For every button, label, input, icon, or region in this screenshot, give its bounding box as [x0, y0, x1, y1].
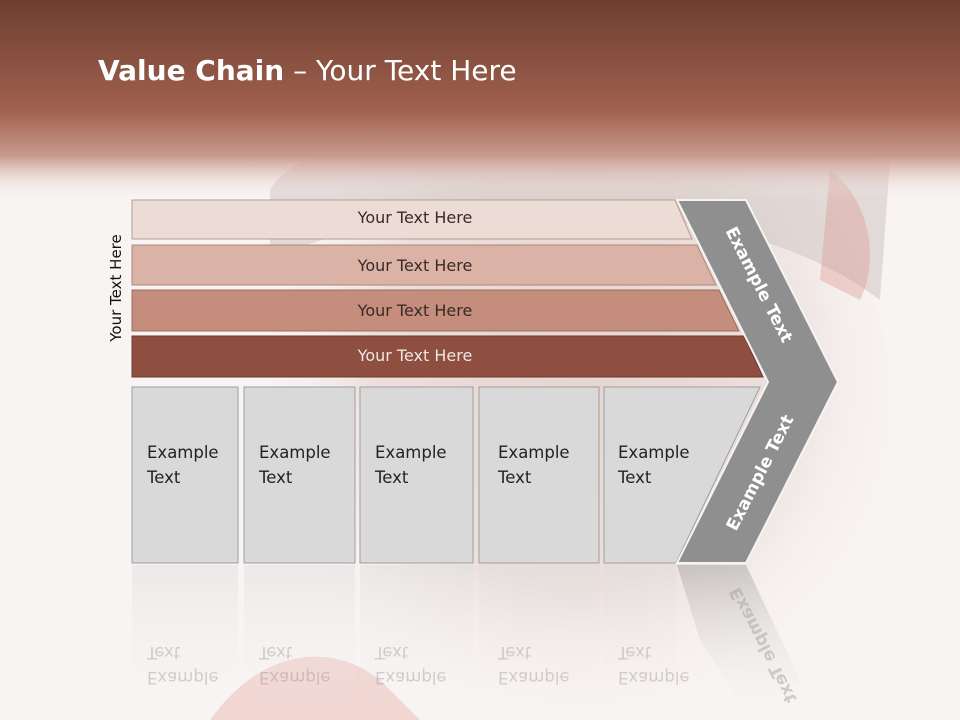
bar-1-label: Your Text Here: [357, 208, 473, 227]
cell-1-reflection: [132, 565, 238, 715]
bar-2-label: Your Text Here: [357, 256, 473, 275]
title-rest: – Your Text Here: [284, 54, 517, 87]
chevron-arrow[interactable]: [675, 199, 840, 564]
cell-1-reflection-text: Example Text: [147, 640, 237, 690]
cell-3-line1: Example: [375, 443, 447, 462]
bar-4[interactable]: [131, 335, 764, 378]
chevron-reflection: [677, 565, 800, 720]
cell-2-line1: Example: [259, 443, 331, 462]
cell-5-reflection-line1: Example: [618, 668, 690, 687]
cell-2-reflection: [244, 565, 355, 715]
cell-4-reflection-line1: Example: [498, 668, 570, 687]
page-title: Value Chain – Your Text Here: [98, 54, 517, 87]
cell-1-line1: Example: [147, 443, 219, 462]
cell-4-line2: Text: [498, 468, 532, 487]
bar-3[interactable]: [131, 289, 740, 332]
cell-2-reflection-text: Example Text: [259, 640, 349, 690]
cell-1-line2: Text: [147, 468, 181, 487]
cell-3-reflection-line2: Text: [375, 643, 409, 662]
bar-1[interactable]: [131, 199, 693, 240]
cell-1-reflection-line2: Text: [147, 643, 181, 662]
cell-1[interactable]: [131, 386, 239, 564]
cell-5-line1: Example: [618, 443, 690, 462]
cell-3-reflection-text: Example Text: [375, 640, 465, 690]
cell-2[interactable]: [243, 386, 356, 564]
cell-4-reflection: [479, 565, 599, 715]
cell-2-reflection-line2: Text: [259, 643, 293, 662]
cell-5-reflection: [604, 565, 676, 715]
cell-3-reflection-line1: Example: [375, 668, 447, 687]
bar-4-label: Your Text Here: [357, 346, 473, 365]
bar-2[interactable]: [131, 244, 717, 286]
cell-4-reflection-text: Example Text: [498, 640, 588, 690]
title-bold: Value Chain: [98, 54, 285, 87]
cell-4-line1: Example: [498, 443, 570, 462]
cell-5-reflection-line2: Text: [618, 643, 652, 662]
cell-3-line2: Text: [375, 468, 409, 487]
cell-5-reflection-text: Example Text: [618, 640, 708, 690]
cell-3[interactable]: [359, 386, 474, 564]
cell-4[interactable]: [478, 386, 600, 564]
cell-1-reflection-line1: Example: [147, 668, 219, 687]
bar-3-label: Your Text Here: [357, 301, 473, 320]
cell-3-reflection: [360, 565, 473, 715]
cell-2-line2: Text: [259, 468, 293, 487]
cell-4-reflection-line2: Text: [498, 643, 532, 662]
cell-5-line2: Text: [618, 468, 652, 487]
cell-2-reflection-line1: Example: [259, 668, 331, 687]
